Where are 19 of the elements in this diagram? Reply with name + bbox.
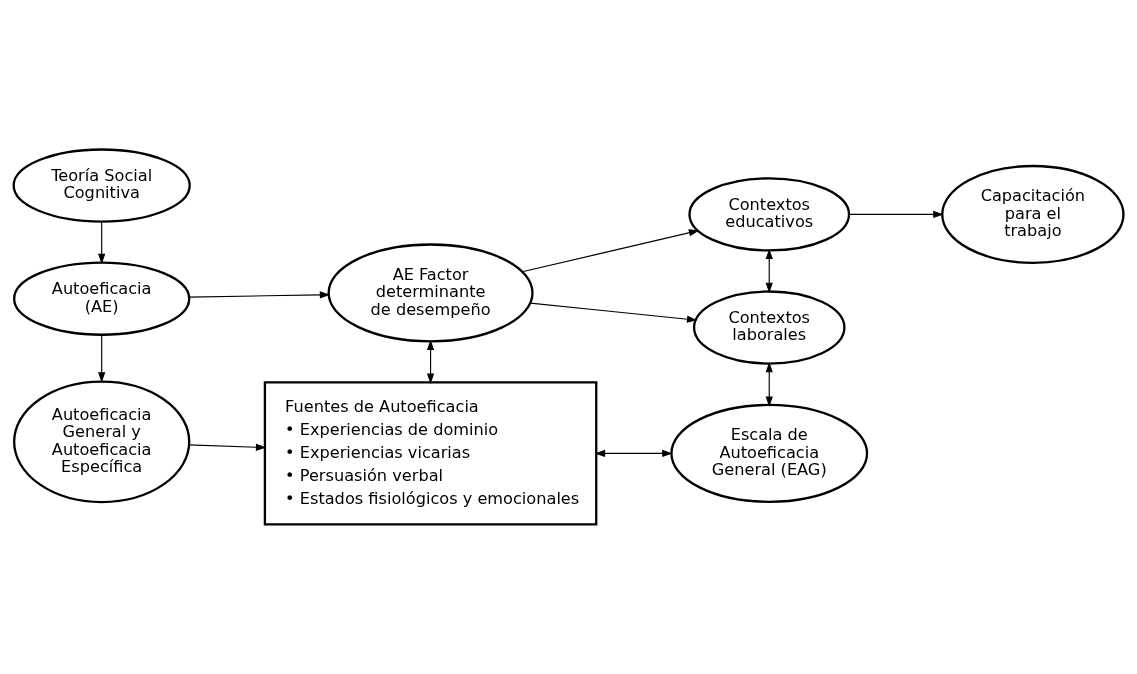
node-box: Fuentes de Autoeficacia • Experiencias de dominio • Experiencias vicarias • Persuasión verbal • Estados fisiológicos y emocionales bbox=[263, 381, 598, 526]
arrow bbox=[188, 443, 267, 451]
arrow bbox=[521, 229, 700, 273]
arrow bbox=[529, 302, 698, 323]
arrow bbox=[765, 361, 773, 407]
node-ellipse: Autoeficacia General y Autoeficacia Específica bbox=[13, 380, 191, 504]
node-ellipse: Escala de Autoeficacia General (EAG) bbox=[670, 403, 869, 503]
arrow bbox=[848, 210, 944, 219]
node-ellipse: AE Factor determinante de desempeño bbox=[327, 243, 534, 343]
node-ellipse: Teoría Social Cognitiva bbox=[12, 148, 191, 223]
arrow bbox=[98, 221, 106, 265]
node-ellipse: Contextos laborales bbox=[692, 290, 846, 365]
node-ellipse: Autoeficacia (AE) bbox=[13, 261, 191, 336]
arrow bbox=[188, 291, 331, 299]
arrow bbox=[426, 339, 435, 384]
node-ellipse: Capacitación para el trabajo bbox=[941, 164, 1125, 264]
arrow bbox=[594, 449, 673, 458]
arrow bbox=[765, 248, 773, 294]
arrow bbox=[98, 334, 106, 383]
